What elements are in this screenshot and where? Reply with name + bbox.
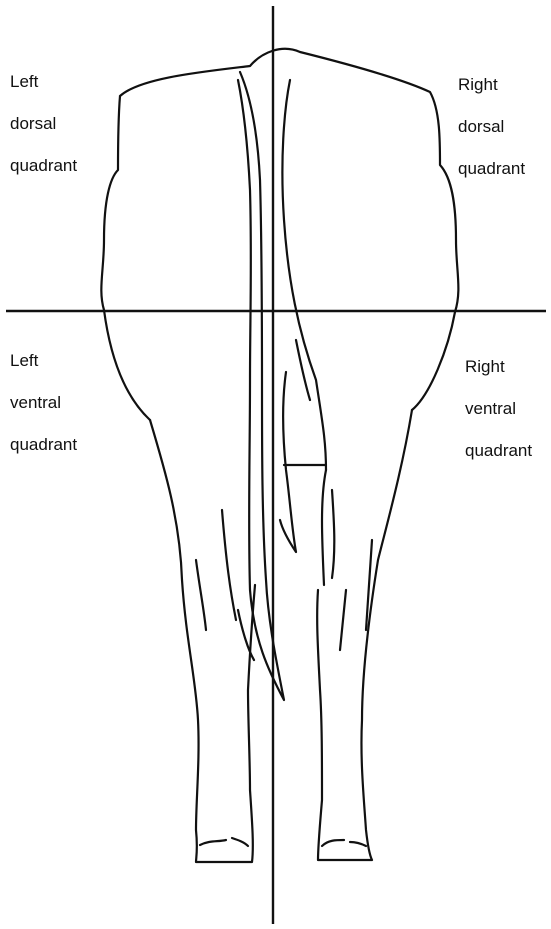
left-hoof	[200, 838, 248, 846]
label-line: quadrant	[465, 440, 532, 461]
right-inner-contour-2	[332, 490, 334, 578]
label-right-ventral-quadrant: Right ventral quadrant	[465, 335, 532, 482]
label-line: quadrant	[458, 158, 525, 179]
label-line: Right	[465, 356, 532, 377]
inner-leg-line-2	[296, 340, 310, 400]
rump-outline	[101, 49, 458, 420]
left-muscle-line	[222, 510, 236, 620]
label-right-dorsal-quadrant: Right dorsal quadrant	[458, 53, 525, 200]
right-muscle-line-2	[340, 590, 346, 650]
label-line: Right	[458, 74, 525, 95]
right-hoof	[322, 840, 366, 846]
label-line: Left	[10, 71, 77, 92]
label-line: quadrant	[10, 434, 77, 455]
label-line: dorsal	[458, 116, 525, 137]
label-line: quadrant	[10, 155, 77, 176]
center-fold	[280, 372, 296, 552]
label-left-ventral-quadrant: Left ventral quadrant	[10, 329, 77, 476]
label-line: ventral	[10, 392, 77, 413]
inner-leg-line	[282, 80, 326, 470]
label-line: Left	[10, 350, 77, 371]
label-line: dorsal	[10, 113, 77, 134]
left-muscle-line-2	[196, 560, 206, 630]
label-line: ventral	[465, 398, 532, 419]
tail	[238, 72, 284, 700]
label-left-dorsal-quadrant: Left dorsal quadrant	[10, 50, 77, 197]
left-leg-outer	[150, 420, 255, 862]
right-inner-contour	[322, 470, 326, 585]
right-leg-outer	[317, 410, 412, 860]
